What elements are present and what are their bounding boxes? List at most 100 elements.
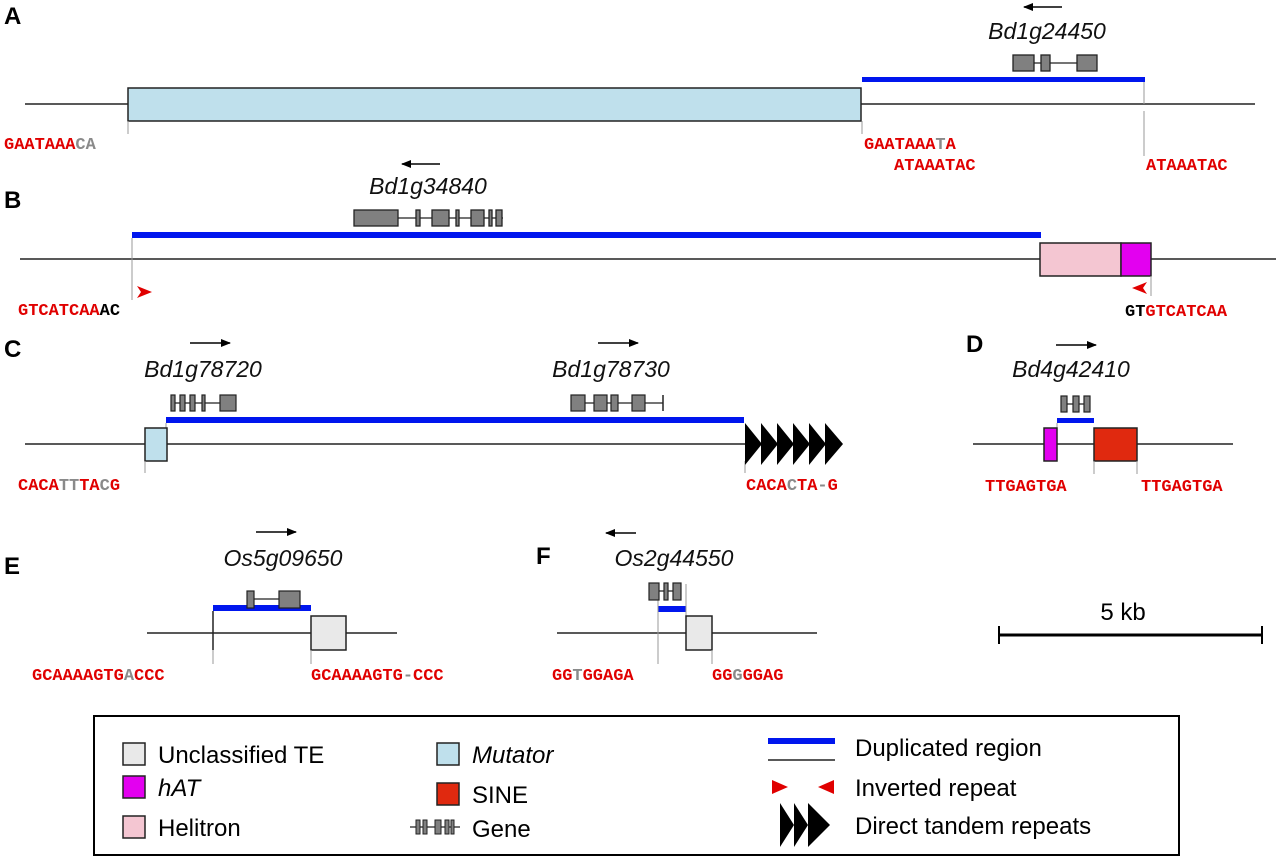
legend: Unclassified TE hAT Helitron Mutator SIN… bbox=[93, 715, 1180, 856]
inverted-repeat-right-icon bbox=[772, 780, 788, 794]
legend-item-mutator: Mutator bbox=[436, 742, 554, 769]
gene-label: Os5g09650 bbox=[224, 545, 343, 571]
legend-item-hat: hAT bbox=[122, 775, 203, 802]
duplicated-region bbox=[166, 417, 744, 423]
sequence-segment: GTCATCAA bbox=[1145, 303, 1227, 322]
tsd-sequence: CACACTA-G bbox=[746, 477, 838, 496]
sequence-segment: C bbox=[100, 477, 110, 496]
panel-e: E Os5g09650 GCAAAAGTG ACCC GCAAAAGTG-CCC bbox=[4, 528, 444, 686]
sequence-segment: CACA bbox=[746, 477, 788, 496]
unclassified-te-swatch bbox=[122, 742, 146, 766]
duplicated-region bbox=[213, 605, 311, 611]
panel-b: B Bd1g34840 GTCATCAAAC GTGTCATCAA bbox=[4, 160, 1276, 322]
duplicated-region bbox=[1057, 418, 1094, 423]
helitron-element bbox=[1039, 242, 1122, 277]
mutator-element bbox=[127, 87, 862, 122]
sequence-segment: GG bbox=[712, 667, 732, 686]
hat-swatch bbox=[122, 775, 146, 799]
sine-swatch bbox=[436, 782, 460, 806]
panel-f: F Os2g44550 GGTGGAGA GGGGGAG bbox=[536, 529, 817, 686]
sequence-segment: AC bbox=[100, 302, 120, 321]
mutator-element bbox=[144, 427, 168, 462]
legend-label: Duplicated region bbox=[855, 735, 1042, 762]
sequence-segment: A bbox=[946, 136, 957, 155]
sequence-segment: ATAAATAC bbox=[894, 157, 976, 176]
tsd-sequence: ATAAATAC bbox=[894, 157, 976, 176]
gene-label: Bd1g78720 bbox=[144, 356, 262, 382]
tsd-sequence: GAATAAACA bbox=[4, 136, 97, 155]
sequence-segment: T bbox=[935, 136, 945, 155]
legend-label: Mutator bbox=[472, 742, 554, 769]
sequence-segment: CA bbox=[75, 136, 96, 155]
gene-label: Os2g44550 bbox=[615, 545, 734, 571]
legend-label: Inverted repeat bbox=[855, 775, 1017, 802]
duplicated-region bbox=[862, 77, 1145, 82]
gene-label: Bd1g34840 bbox=[369, 173, 487, 199]
legend-label: hAT bbox=[158, 775, 203, 802]
panel-a: A Bd1g24450 GAATAAACA GAATAAATA ATAAATAC… bbox=[4, 3, 1255, 176]
inverted-repeat-right-icon bbox=[137, 286, 152, 298]
gene-label: Bd1g78730 bbox=[552, 356, 670, 382]
sequence-segment: - bbox=[817, 477, 827, 496]
unclassified-te-element bbox=[685, 615, 713, 651]
legend-item-helitron: Helitron bbox=[122, 815, 241, 842]
tsd-sequence: GTCATCAAAC bbox=[18, 302, 120, 321]
legend-label: SINE bbox=[472, 782, 528, 809]
sequence-segment: TT bbox=[59, 477, 79, 496]
sequence-segment: GCAAAAGTG bbox=[311, 667, 403, 686]
sequence-segment: TTGAGTGA bbox=[1141, 478, 1223, 497]
tsd-sequence: CACATTTACG bbox=[18, 477, 120, 496]
tsd-sequence: GAATAAATA bbox=[864, 136, 957, 155]
gene-model bbox=[648, 582, 682, 601]
legend-label: Helitron bbox=[158, 815, 241, 842]
tsd-sequence: GGGGGAG bbox=[712, 667, 783, 686]
tsd-sequence: TTGAGTGA bbox=[1141, 478, 1223, 497]
gene-model bbox=[170, 394, 237, 412]
gene-model bbox=[1012, 54, 1098, 72]
inverted-repeat-left-icon bbox=[1132, 282, 1147, 294]
sequence-segment: A bbox=[124, 667, 135, 686]
sequence-segment: GGAG bbox=[743, 667, 784, 686]
sequence-segment: GTCATCAA bbox=[18, 302, 100, 321]
panel-label-b: B bbox=[4, 187, 21, 214]
panel-label-d: D bbox=[966, 331, 983, 358]
tsd-sequence: ATAAATAC bbox=[1146, 157, 1228, 176]
sequence-segment: CCC bbox=[134, 667, 165, 686]
gene-label: Bd4g42410 bbox=[1012, 356, 1130, 382]
scale-bar: 5 kb bbox=[998, 599, 1263, 644]
scale-bar-label: 5 kb bbox=[1100, 599, 1145, 626]
hat-element bbox=[1043, 427, 1058, 462]
legend-item-gene: Gene bbox=[410, 816, 531, 843]
helitron-swatch bbox=[122, 815, 146, 839]
sequence-segment: GAATAAA bbox=[864, 136, 936, 155]
sequence-segment: GGAGA bbox=[583, 667, 635, 686]
legend-label: Gene bbox=[472, 816, 531, 843]
duplicated-region-swatch bbox=[768, 738, 835, 744]
mutator-swatch bbox=[436, 742, 460, 766]
panel-c: C bbox=[4, 336, 843, 496]
sequence-segment: G bbox=[110, 477, 120, 496]
direct-tandem-repeats-icon bbox=[780, 803, 830, 847]
tsd-sequence: GGTGGAGA bbox=[552, 667, 634, 686]
sequence-segment: CACA bbox=[18, 477, 60, 496]
tsd-sequence: GCAAAAGTG-CCC bbox=[311, 667, 444, 686]
sine-element bbox=[1093, 427, 1138, 462]
sequence-segment: G bbox=[732, 667, 742, 686]
sequence-segment: T bbox=[572, 667, 582, 686]
duplicated-region bbox=[658, 606, 686, 612]
sequence-segment: ATAAATAC bbox=[1146, 157, 1228, 176]
gene-model bbox=[246, 590, 301, 609]
panel-label-e: E bbox=[4, 553, 20, 580]
gene-model bbox=[570, 394, 664, 412]
gene-model bbox=[353, 209, 503, 227]
legend-item-unclassified-te: Unclassified TE bbox=[122, 742, 324, 769]
sequence-segment: TA bbox=[797, 477, 818, 496]
gene-model bbox=[1060, 395, 1091, 413]
sequence-segment: GT bbox=[1125, 303, 1145, 322]
sequence-segment: GG bbox=[552, 667, 572, 686]
panel-label-f: F bbox=[536, 543, 551, 570]
legend-frame bbox=[93, 715, 1180, 856]
sequence-segment: TA bbox=[79, 477, 100, 496]
unclassified-te-element bbox=[310, 615, 347, 651]
